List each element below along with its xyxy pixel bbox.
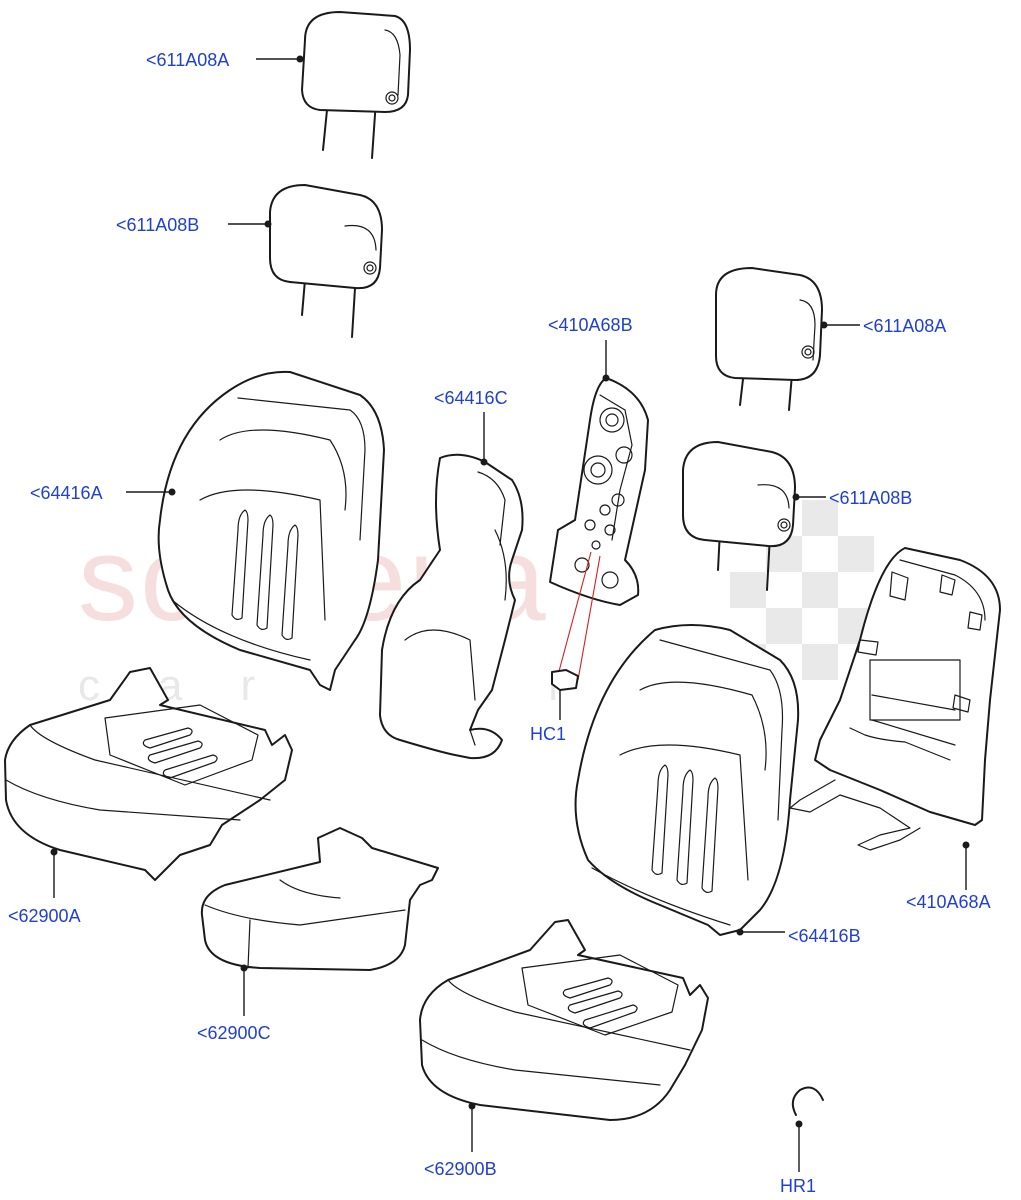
callout-64416a[interactable]: <64416A xyxy=(30,483,103,503)
callout-labels: <611A08A <611A08B <611A08A <611A08B <410… xyxy=(8,50,991,1196)
headrest-611a08b-top[interactable] xyxy=(269,184,383,338)
callout-410a68b[interactable]: <410A68B xyxy=(548,315,633,335)
seat-cushion-62900b[interactable] xyxy=(419,919,709,1121)
seat-cushion-62900a[interactable] xyxy=(4,667,293,881)
callout-64416b[interactable]: <64416B xyxy=(788,926,861,946)
callout-611a08b-right[interactable]: <611A08B xyxy=(829,488,912,508)
hc1-clip-group[interactable] xyxy=(551,551,601,720)
callout-hr1[interactable]: HR1 xyxy=(780,1176,816,1196)
seat-back-64416b[interactable] xyxy=(574,624,800,936)
callout-611a08a-top[interactable]: <611A08A xyxy=(146,50,229,70)
callout-62900b[interactable]: <62900B xyxy=(424,1159,497,1179)
callout-64416c[interactable]: <64416C xyxy=(434,388,508,408)
headrest-611a08a-top[interactable] xyxy=(301,11,411,159)
seat-back-64416a[interactable] xyxy=(157,370,385,691)
callout-62900c[interactable]: <62900C xyxy=(197,1023,271,1043)
seat-back-frame-410a68a[interactable] xyxy=(789,547,1001,851)
callout-410a68a[interactable]: <410A68A xyxy=(906,892,991,912)
hr1-ring-icon xyxy=(791,1086,824,1116)
callout-611a08b-top[interactable]: <611A08B xyxy=(116,215,199,235)
seat-cushion-62900c[interactable] xyxy=(200,827,439,971)
seat-back-cover-64416c[interactable] xyxy=(379,453,524,760)
hr1-ring[interactable] xyxy=(791,1086,824,1172)
callout-611a08a-right[interactable]: <611A08A xyxy=(863,316,946,336)
leader-lines xyxy=(50,55,970,1152)
callout-62900a[interactable]: <62900A xyxy=(8,906,81,926)
hc1-clip-icon xyxy=(551,669,579,691)
headrest-611a08a-right[interactable] xyxy=(715,267,823,411)
headrest-611a08b-right[interactable] xyxy=(682,441,796,591)
callout-hc1[interactable]: HC1 xyxy=(530,724,566,744)
seat-back-frame-410a68b[interactable] xyxy=(549,377,649,606)
